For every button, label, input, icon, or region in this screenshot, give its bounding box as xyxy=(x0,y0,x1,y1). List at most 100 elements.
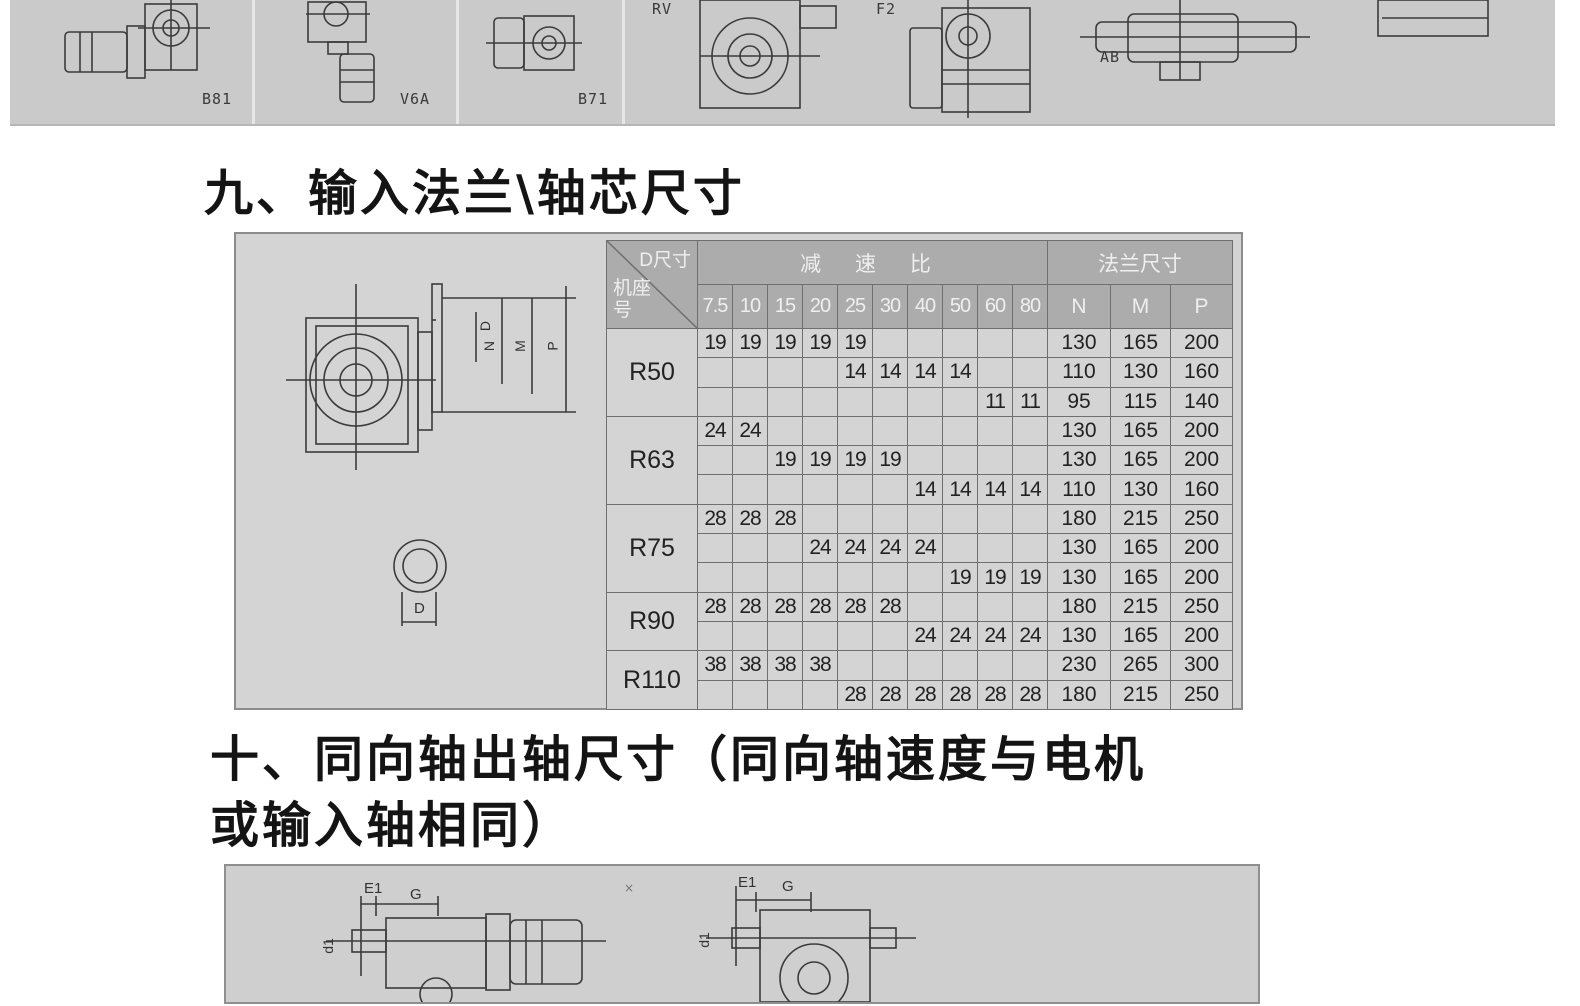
shaft-diameter-cell xyxy=(697,620,733,652)
shaft-diameter-cell: 14 xyxy=(942,474,978,505)
flange-p-cell: 160 xyxy=(1170,474,1233,505)
flange-p-cell: 200 xyxy=(1170,562,1233,593)
label-b71: B71 xyxy=(578,90,609,108)
output-shaft-panel: × E1 G d1 E1 G d1 xyxy=(224,864,1260,1006)
shaft-diameter-cell xyxy=(697,386,733,417)
flange-m-cell: 165 xyxy=(1110,445,1171,476)
shaft-diameter-cell: 28 xyxy=(907,679,943,710)
output-shaft-drawings: × xyxy=(326,881,916,1006)
shaft-diameter-cell: 24 xyxy=(942,620,978,652)
shaft-diameter-cell: 24 xyxy=(837,533,873,564)
shaft-diameter-cell xyxy=(732,474,768,505)
shaft-diameter-cell xyxy=(837,503,873,535)
shaft-diameter-cell xyxy=(1012,445,1048,476)
shaft-diameter-cell: 24 xyxy=(977,620,1013,652)
ratio-column-header: 20 xyxy=(802,284,838,329)
flange-column-header: P xyxy=(1170,284,1233,329)
shaft-diameter-cell xyxy=(802,415,838,447)
shaft-diameter-cell: 14 xyxy=(837,357,873,388)
dim-label-d: D xyxy=(477,320,494,332)
label-v6a: V6A xyxy=(400,90,431,108)
shaft-diameter-cell: 14 xyxy=(907,474,943,505)
ratio-column-header: 25 xyxy=(837,284,873,329)
shaft-diameter-cell xyxy=(802,679,838,710)
shaft-diameter-cell: 28 xyxy=(802,591,838,622)
flange-n-cell: 130 xyxy=(1047,562,1111,593)
corner-top-label: D尺寸 xyxy=(639,250,691,271)
shaft-diameter-cell: 38 xyxy=(697,650,733,681)
label-g-left: G xyxy=(410,886,422,903)
flange-m-cell: 215 xyxy=(1110,503,1171,535)
shaft-diameter-cell: 19 xyxy=(767,445,803,476)
shaft-diameter-cell xyxy=(767,474,803,505)
shaft-diameter-cell xyxy=(977,445,1013,476)
ratio-group-header: 减 速 比 xyxy=(697,240,1048,285)
flange-m-cell: 265 xyxy=(1110,650,1171,681)
dim-label-shaft-d: D xyxy=(414,600,425,617)
flange-m-cell: 215 xyxy=(1110,679,1171,710)
shaft-diameter-cell xyxy=(732,562,768,593)
shaft-diameter-cell xyxy=(872,650,908,681)
flange-n-cell: 180 xyxy=(1047,591,1111,622)
shaft-diameter-cell xyxy=(697,562,733,593)
model-cell: R50 xyxy=(606,328,698,417)
shaft-diameter-cell: 28 xyxy=(767,591,803,622)
shaft-diameter-cell xyxy=(802,562,838,593)
shaft-diameter-cell: 38 xyxy=(732,650,768,681)
section-ten-heading-line1: 十、同向轴出轴尺寸（同向轴速度与电机 xyxy=(210,731,1147,788)
shaft-diameter-cell xyxy=(802,386,838,417)
shaft-diameter-cell xyxy=(907,591,943,622)
flange-n-cell: 130 xyxy=(1047,445,1111,476)
shaft-diameter-cell: 19 xyxy=(732,327,768,359)
ratio-column-header: 50 xyxy=(942,284,978,329)
shaft-diameter-cell xyxy=(1012,650,1048,681)
shaft-diameter-cell: 28 xyxy=(977,679,1013,710)
shaft-diameter-cell xyxy=(907,445,943,476)
shaft-diameter-cell xyxy=(872,386,908,417)
dim-label-p: P xyxy=(544,341,561,351)
flange-n-cell: 180 xyxy=(1047,679,1111,710)
shaft-diameter-cell: 11 xyxy=(1012,386,1048,417)
shaft-diameter-cell: 28 xyxy=(837,591,873,622)
shaft-diameter-cell: 11 xyxy=(977,386,1013,417)
shaft-diameter-cell xyxy=(802,620,838,652)
flange-p-cell: 200 xyxy=(1170,533,1233,564)
shaft-diameter-cell xyxy=(942,415,978,447)
shaft-diameter-cell xyxy=(837,620,873,652)
shaft-diameter-cell xyxy=(907,327,943,359)
shaft-diameter-cell xyxy=(872,327,908,359)
shaft-diameter-cell xyxy=(1012,591,1048,622)
flange-m-cell: 165 xyxy=(1110,415,1171,447)
shaft-diameter-cell xyxy=(907,650,943,681)
shaft-diameter-cell: 24 xyxy=(907,533,943,564)
shaft-diameter-cell xyxy=(767,533,803,564)
ratio-column-header: 30 xyxy=(872,284,908,329)
shaft-diameter-cell xyxy=(907,562,943,593)
shaft-diameter-cell xyxy=(1012,357,1048,388)
table-corner-cell: D尺寸 机座号 xyxy=(606,240,698,329)
shaft-diameter-cell: 14 xyxy=(907,357,943,388)
flange-n-cell: 95 xyxy=(1047,386,1111,417)
shaft-diameter-cell: 19 xyxy=(977,562,1013,593)
shaft-diameter-cell xyxy=(732,679,768,710)
ratio-column-header: 7.5 xyxy=(697,284,733,329)
flange-group-header: 法兰尺寸 xyxy=(1047,240,1233,285)
dim-label-n: N xyxy=(481,340,498,352)
label-e1-right: E1 xyxy=(738,874,757,891)
flange-p-cell: 200 xyxy=(1170,620,1233,652)
shaft-diameter-cell xyxy=(872,620,908,652)
label-e1-left: E1 xyxy=(364,880,383,897)
shaft-diameter-cell: 28 xyxy=(942,679,978,710)
flange-p-cell: 300 xyxy=(1170,650,1233,681)
corner-bottom-label: 机座号 xyxy=(613,278,652,321)
shaft-diameter-cell: 24 xyxy=(907,620,943,652)
flange-p-cell: 200 xyxy=(1170,415,1233,447)
